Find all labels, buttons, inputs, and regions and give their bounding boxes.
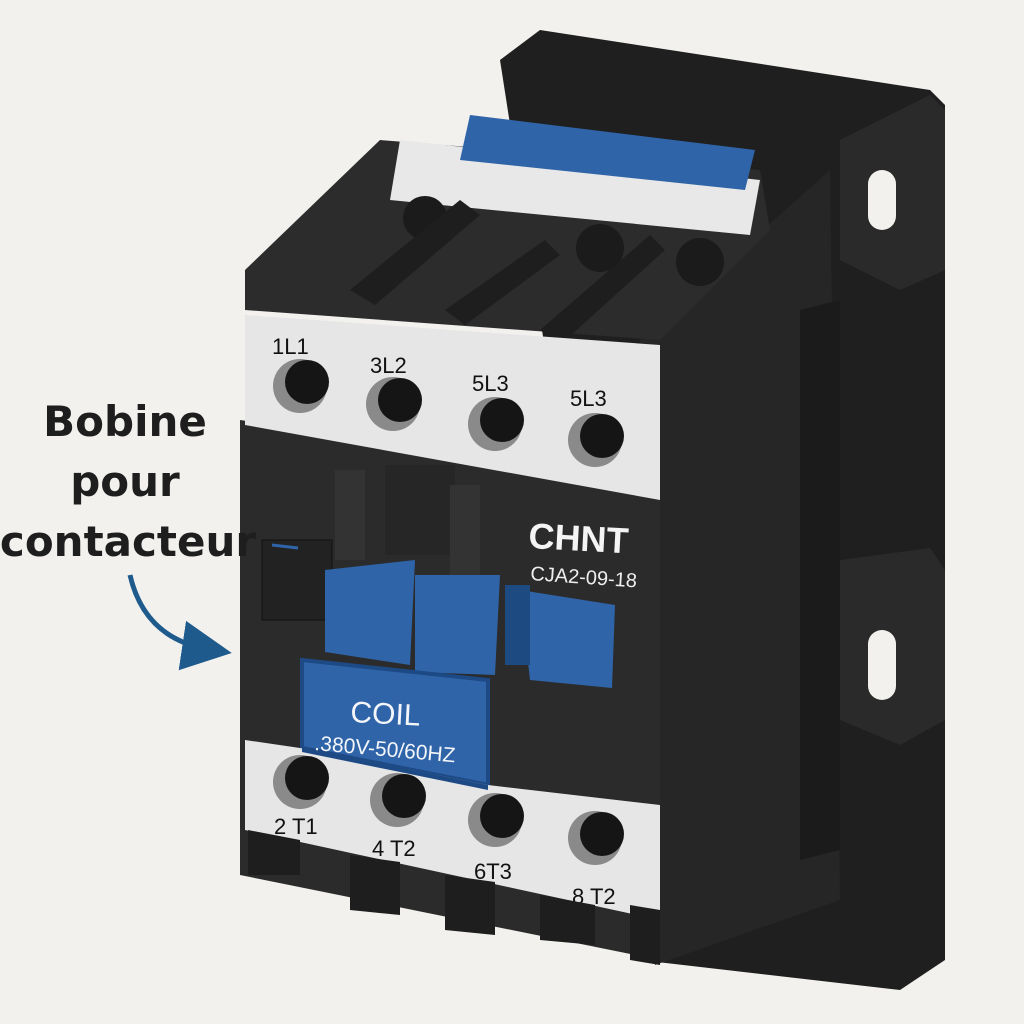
terminal-label-6t3: 6T3	[474, 859, 512, 884]
terminal-label-1l1: 1L1	[272, 334, 309, 359]
load-terminal-strip	[245, 740, 660, 920]
callout-arrow-icon	[127, 574, 232, 671]
callout-line-3: contacteur	[0, 517, 256, 566]
terminal-label-5l3-2: 5L3	[570, 386, 607, 411]
load-terminal-holes	[273, 755, 624, 865]
brand-label: CHNT	[528, 515, 630, 561]
mount-hole-bottom	[868, 630, 896, 700]
terminal-label-5l3: 5L3	[472, 371, 509, 396]
top-terminal-strip	[390, 140, 760, 235]
terminal-label-4t2: 4 T2	[372, 836, 416, 861]
terminal-label-2t1: 2 T1	[274, 814, 318, 839]
callout-line-2: pour	[70, 457, 180, 506]
terminal-label-3l2: 3L2	[370, 353, 407, 378]
mount-hole-top	[868, 170, 896, 230]
bottom-feet	[248, 830, 660, 965]
side-panel	[640, 170, 840, 965]
callout-line-1: Bobine	[43, 397, 207, 446]
blue-contact-blocks	[325, 560, 615, 688]
coil-label: COIL	[350, 696, 422, 733]
line-terminal-strip	[245, 315, 660, 500]
line-terminal-holes	[273, 359, 624, 467]
top-blue-indicator	[460, 115, 755, 190]
